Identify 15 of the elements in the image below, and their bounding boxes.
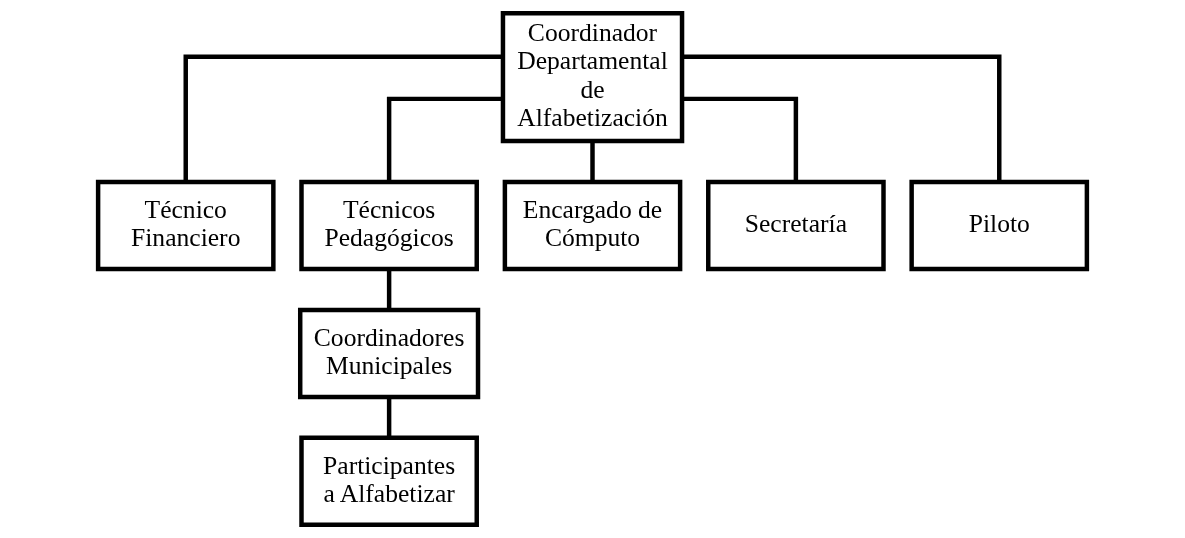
connector	[590, 141, 595, 182]
node-box: Técnico Financiero	[95, 179, 276, 272]
connector	[183, 54, 503, 182]
node-box: Piloto	[909, 179, 1090, 272]
node-box: Coordinador Departamental de Alfabetización	[500, 10, 685, 144]
node-box: Técnicos Pedagógicos	[299, 179, 479, 272]
node-box: Participantes a Alfabetizar	[299, 435, 479, 528]
connector	[386, 96, 503, 182]
connector	[386, 397, 392, 438]
node-box: Coordinadores Municipales	[298, 307, 481, 400]
connector	[386, 269, 392, 310]
connector	[682, 96, 799, 182]
node-box: Secretaría	[706, 179, 886, 272]
connector	[682, 54, 1002, 182]
node-box: Encargado de Cómputo	[502, 179, 683, 272]
